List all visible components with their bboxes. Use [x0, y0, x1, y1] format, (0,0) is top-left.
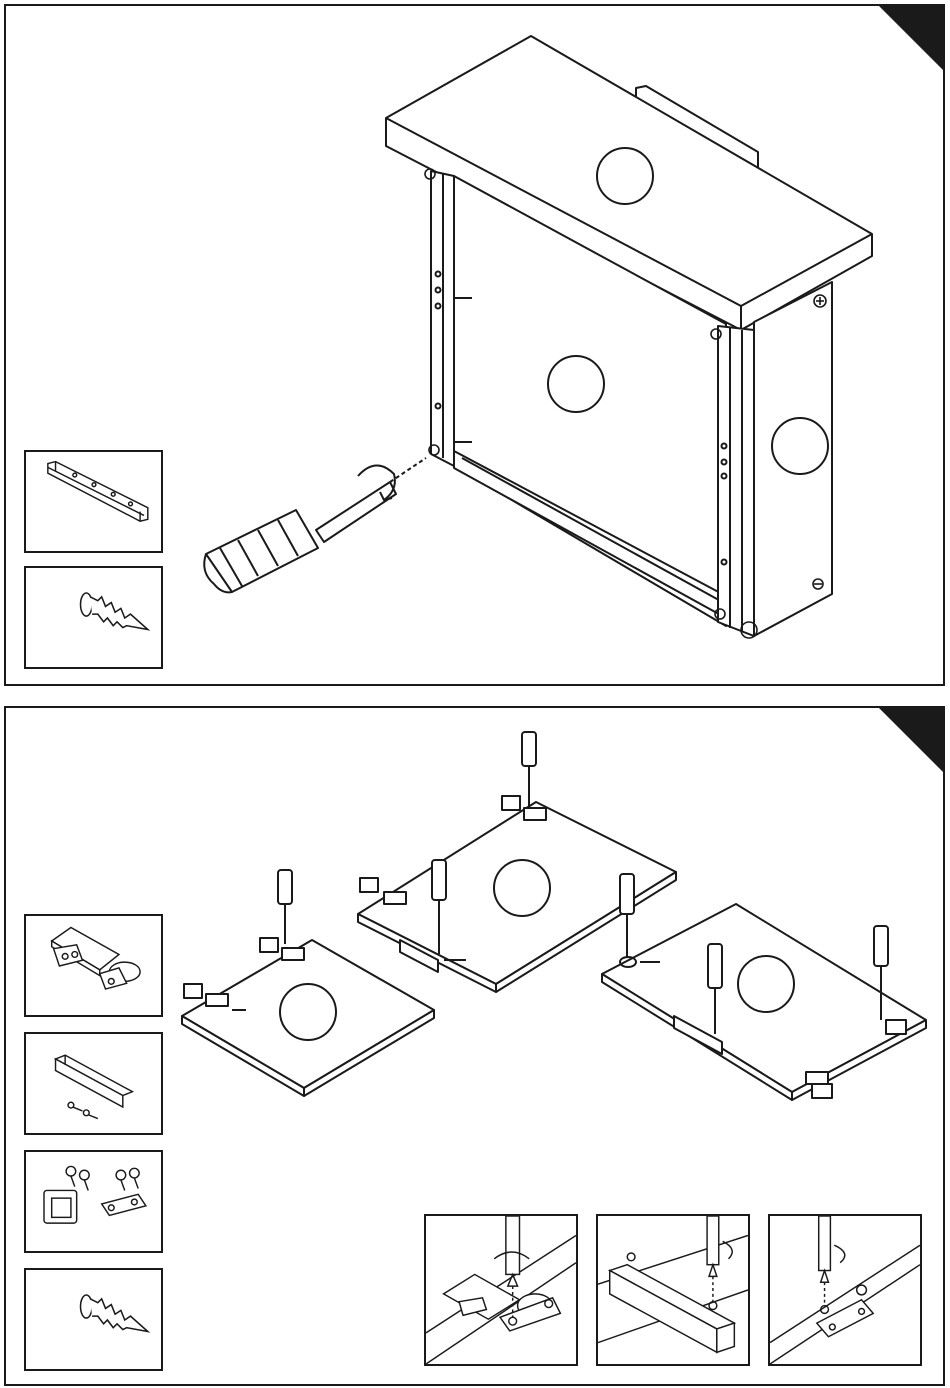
screw-icon: [26, 568, 161, 667]
part-screw: [24, 1268, 163, 1371]
screw-icon: [26, 1270, 161, 1369]
part-magnetic-catch: [24, 1150, 163, 1253]
magnetic-catch-icon: [26, 1152, 161, 1251]
detail-hinge-screw: [424, 1214, 578, 1366]
step-1-panel: [4, 4, 945, 686]
hinge-detail-illustration: [426, 1216, 576, 1364]
step-2-panel: [4, 706, 945, 1386]
part-screw: [24, 566, 163, 669]
catch-plate-detail-illustration: [770, 1216, 920, 1364]
part-concealed-hinge: [24, 914, 163, 1017]
l-bracket-icon: [26, 1034, 161, 1133]
detail-catch-plate-screw: [768, 1214, 922, 1366]
part-drawer-slide-rail: [24, 450, 163, 553]
part-l-bracket: [24, 1032, 163, 1135]
hinge-icon: [26, 916, 161, 1015]
bracket-detail-illustration: [598, 1216, 748, 1364]
detail-bracket-screw: [596, 1214, 750, 1366]
drawer-slide-rail-icon: [26, 452, 161, 551]
